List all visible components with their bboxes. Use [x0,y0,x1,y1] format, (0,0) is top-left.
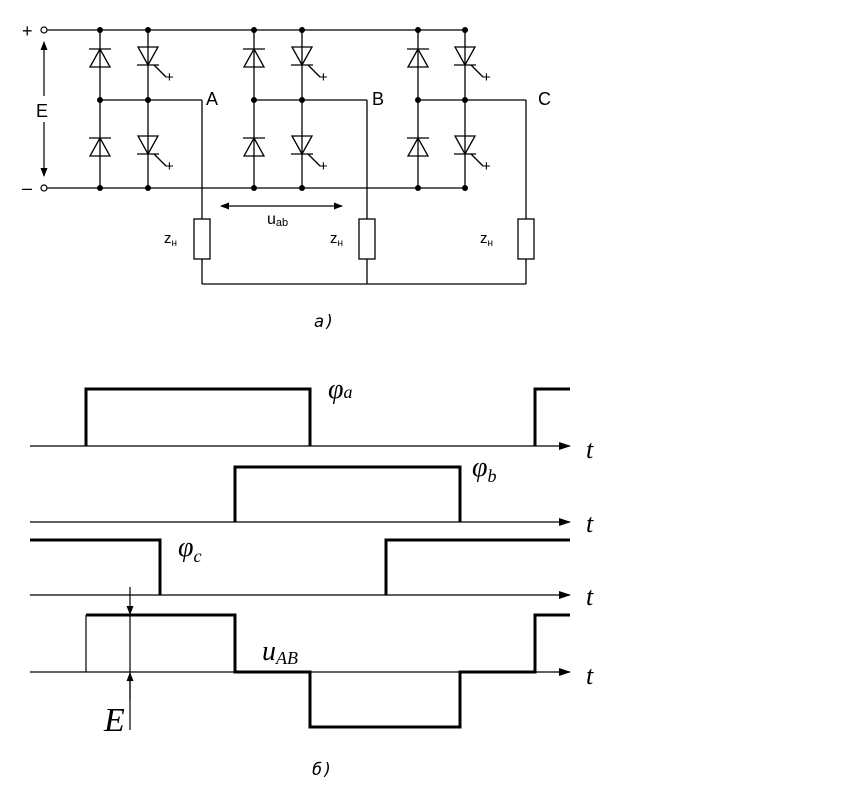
load-label-c: zн [480,230,493,249]
leg-c: + + C [406,27,551,191]
gate-sign-a-upper: + [165,69,174,86]
phi-a-label: φa [328,374,353,405]
phi-c-waveform-start [30,538,162,595]
gate-sign-a-lower: + [165,158,174,175]
uab-label: uab [267,211,288,229]
negative-sign: – [22,178,32,198]
phi-a-waveform [84,387,312,446]
leg-a: + + A [88,27,218,191]
phi-a-waveform-next [533,387,570,446]
phi-c-waveform-next [384,538,570,595]
phi-b-waveform [233,465,462,522]
phase-a-label: A [206,89,218,109]
caption-a: а) [314,312,334,332]
thyristor-c-lower [453,135,484,167]
inverter-circuit: + – E + + A [22,21,551,332]
source-label: E [36,101,48,121]
thyristor-a-upper [136,46,167,78]
thyristor-b-upper [290,46,321,78]
waveform-diagram: t t t t φa φb φc uAB E б) [30,374,594,780]
load-label-a: zн [164,230,177,249]
caption-b: б) [312,760,332,780]
phase-b-label: B [372,89,384,109]
positive-sign: + [22,21,33,41]
time-label-2: t [586,509,594,538]
phi-c-label: φc [178,532,202,566]
load-label-b: zн [330,230,343,249]
phi-b-label: φb [472,452,497,486]
time-label-3: t [586,582,594,611]
leg-b: + + B [242,27,384,191]
load-resistor-c [517,218,535,260]
load-resistor-b [358,218,376,260]
time-label-1: t [586,435,594,464]
gate-sign-c-lower: + [482,158,491,175]
amplitude-label: E [103,702,125,739]
uab-waveform [86,613,570,729]
uab-wave-label: uAB [262,636,298,668]
gate-sign-b-upper: + [319,69,328,86]
gate-sign-b-lower: + [319,158,328,175]
phase-c-label: C [538,89,551,109]
thyristor-c-upper [453,46,484,78]
load-resistor-a [193,218,211,260]
negative-terminal [40,184,48,192]
thyristor-b-lower [290,135,321,167]
positive-terminal [40,26,48,34]
gate-sign-c-upper: + [482,69,491,86]
thyristor-a-lower [136,135,167,167]
time-label-4: t [586,661,594,690]
